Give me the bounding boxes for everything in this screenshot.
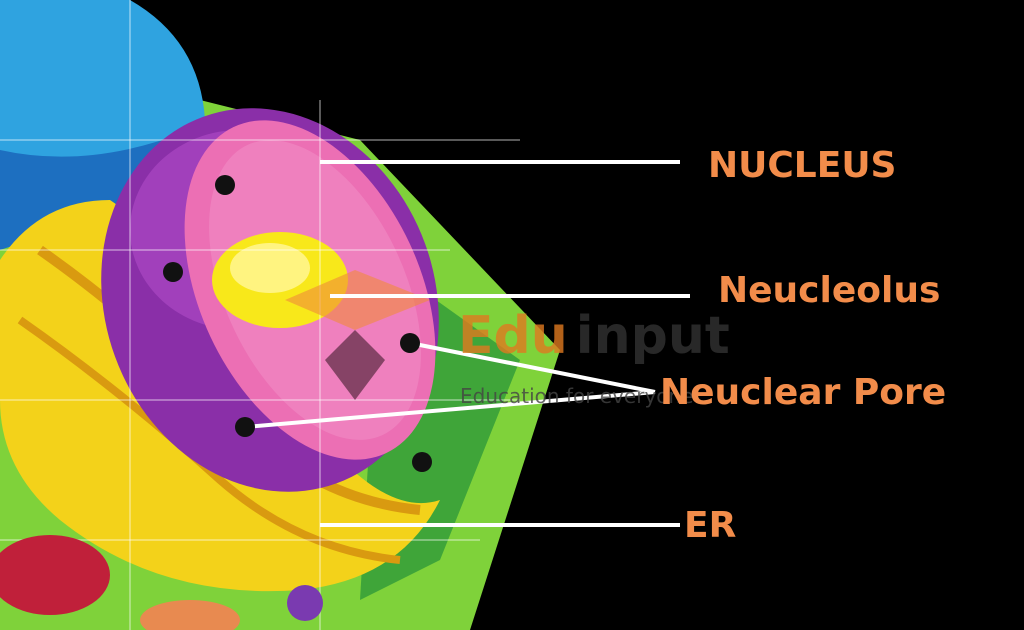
watermark-brand-input: input bbox=[575, 306, 730, 366]
leader-lines bbox=[244, 160, 690, 527]
marker-dots bbox=[163, 175, 432, 472]
watermark-tagline: Education for everyone bbox=[460, 384, 694, 408]
label-nucleus: NUCLEUS bbox=[708, 145, 897, 186]
mitochondrion bbox=[0, 535, 110, 615]
label-nucleolus: Neucleolus bbox=[718, 270, 941, 311]
label-er: ER bbox=[684, 505, 737, 546]
watermark-brand-edu: Edu bbox=[458, 306, 568, 366]
label-nuclear-pore: Neuclear Pore bbox=[660, 372, 947, 413]
